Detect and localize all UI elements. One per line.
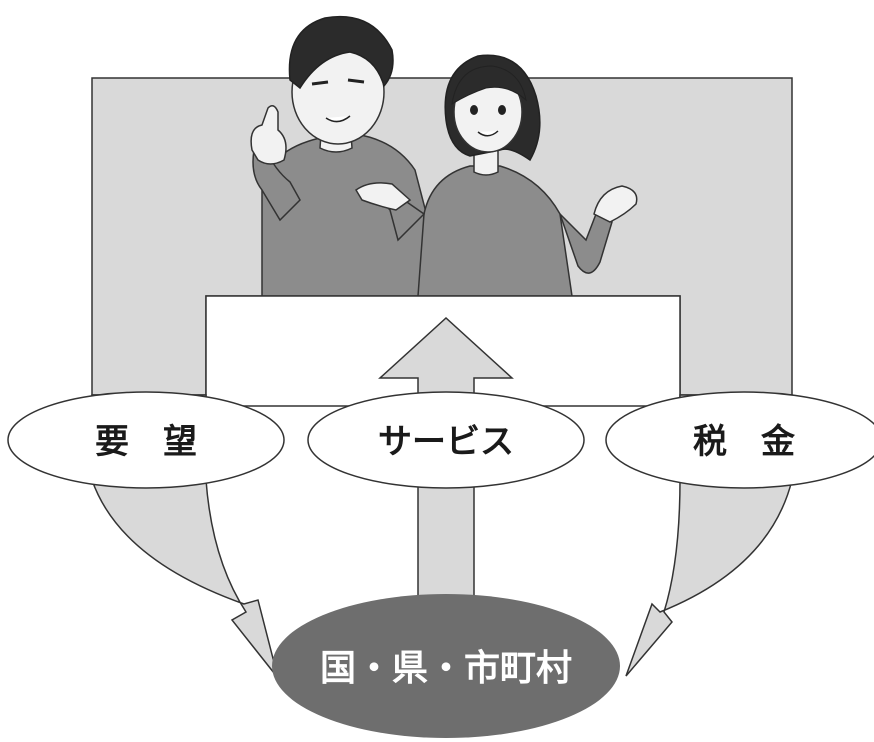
- government-label: 国・県・市町村: [320, 648, 572, 689]
- tax-oval: 税 金: [605, 391, 874, 489]
- government-oval: 国・県・市町村: [272, 594, 620, 738]
- demand-label: 要 望: [95, 422, 197, 462]
- tax-label: 税 金: [693, 422, 796, 462]
- demand-oval: 要 望: [7, 391, 285, 489]
- service-label: サービス: [378, 422, 514, 462]
- citizens-illustration: [250, 15, 638, 297]
- service-oval: サービス: [307, 391, 585, 489]
